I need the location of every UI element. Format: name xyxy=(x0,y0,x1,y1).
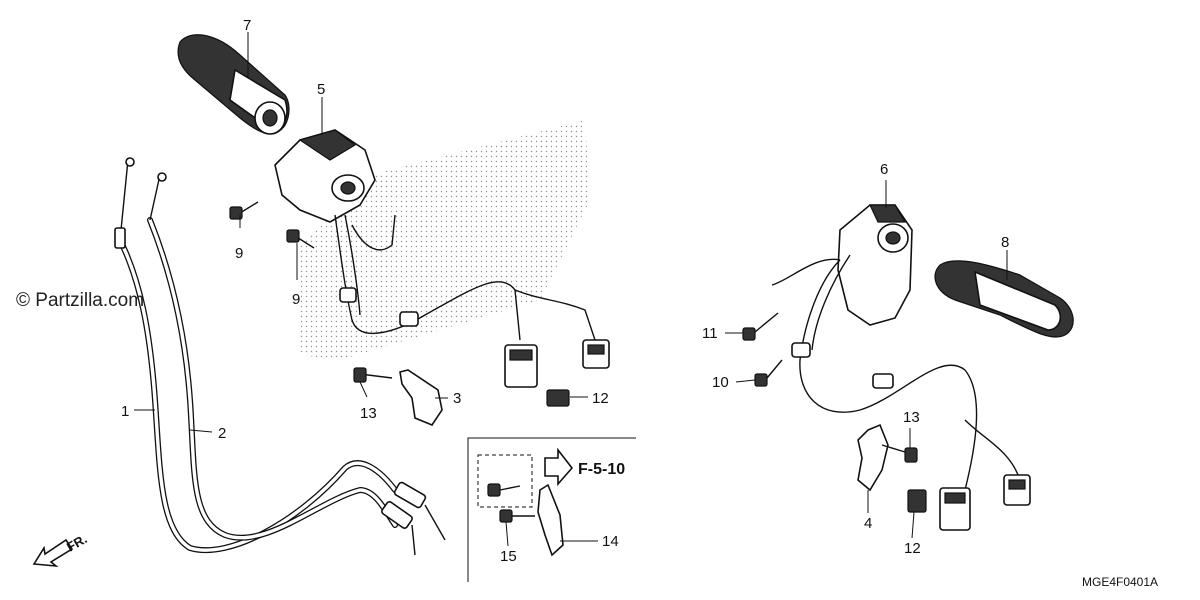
callout-11: 11 xyxy=(702,325,718,342)
arrow-outline-icon xyxy=(544,447,574,487)
callout-5: 5 xyxy=(317,81,325,98)
connector-12-left[interactable] xyxy=(546,389,570,407)
bolt-13-right[interactable] xyxy=(881,444,918,463)
callout-12-right: 12 xyxy=(904,540,921,557)
diagram-code: MGE4F0401A xyxy=(1082,575,1158,589)
front-direction-marker: FR. xyxy=(32,531,90,568)
bolt-9-upper[interactable] xyxy=(229,201,259,220)
reference-label[interactable]: F-5-10 xyxy=(578,461,625,478)
reference-inset xyxy=(467,437,636,582)
callout-9-lower: 9 xyxy=(292,291,300,308)
callout-13-left: 13 xyxy=(360,405,377,422)
callout-15: 15 xyxy=(500,548,517,565)
callout-8: 8 xyxy=(1001,234,1009,251)
callout-7: 7 xyxy=(243,17,251,34)
throttle-grip[interactable] xyxy=(177,34,290,135)
bolt-9-lower[interactable] xyxy=(286,229,315,249)
callout-9-upper: 9 xyxy=(235,245,243,262)
callout-4: 4 xyxy=(864,515,872,532)
connector-12-right[interactable] xyxy=(907,489,927,513)
cable-clamp-left[interactable] xyxy=(399,369,443,426)
throttle-cable-2[interactable] xyxy=(147,172,416,556)
callout-13-right: 13 xyxy=(903,409,920,426)
callout-3: 3 xyxy=(453,390,461,407)
left-grip[interactable] xyxy=(934,260,1074,338)
bolt-13-left[interactable] xyxy=(353,367,393,383)
partzilla-watermark: © Partzilla.com xyxy=(16,290,144,311)
callout-1: 1 xyxy=(121,403,129,420)
callout-10: 10 xyxy=(712,374,729,391)
callout-6: 6 xyxy=(880,161,888,178)
right-handlebar-switch[interactable] xyxy=(771,204,1031,531)
bolt-15[interactable] xyxy=(499,509,535,523)
left-handlebar-switch[interactable] xyxy=(274,129,610,388)
leader-lines xyxy=(134,32,1008,547)
cable-clamp-right[interactable] xyxy=(857,423,889,492)
bolt-10[interactable] xyxy=(754,359,783,387)
callout-labels: 7 5 9 9 1 2 3 13 12 6 8 11 10 13 4 12 14… xyxy=(121,17,1009,565)
callout-12-left: 12 xyxy=(592,390,609,407)
callout-2: 2 xyxy=(218,425,226,442)
throttle-cable-1[interactable] xyxy=(114,157,446,554)
front-arrow-icon xyxy=(32,538,74,568)
callout-14: 14 xyxy=(602,533,619,550)
bolt-11[interactable] xyxy=(742,312,779,341)
bolt-in-inset xyxy=(487,483,521,497)
